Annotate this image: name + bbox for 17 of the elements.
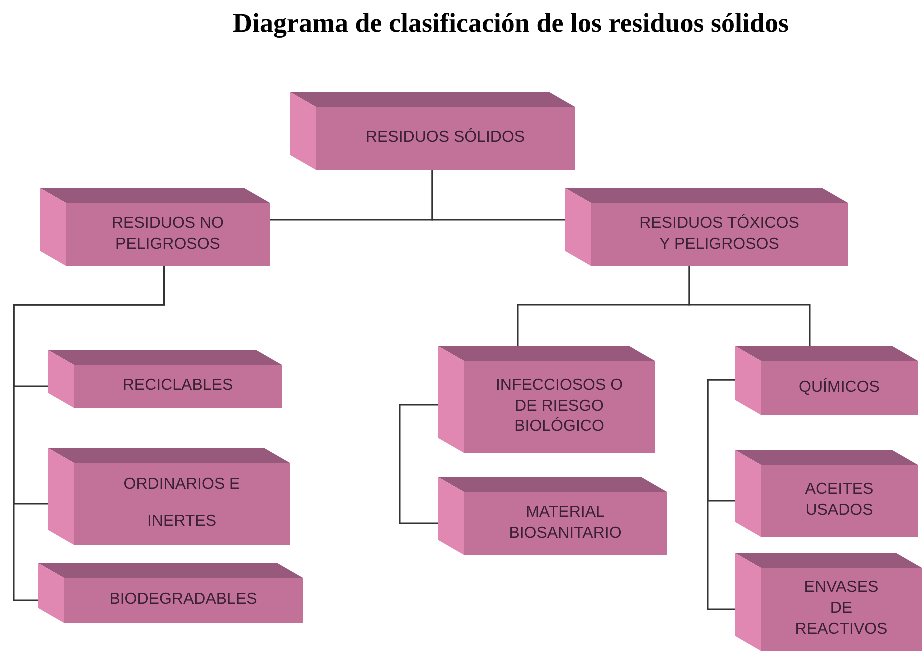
connector-line <box>707 379 735 610</box>
category-label: RECICLABLES <box>122 376 234 396</box>
connector-line <box>13 266 165 602</box>
diagram-title: Diagrama de clasificación de los residuos sólidos <box>233 8 790 39</box>
category-label: MATERIAL BIOSANITARIO <box>508 502 623 544</box>
category-label: INFECCIOSOS O DE RIESGO BIOLÓGICO <box>494 376 624 438</box>
connector-line <box>432 170 565 221</box>
category-label: ENVASES DE REACTIVOS <box>794 578 889 640</box>
category-label: ORDINARIOS E INERTES <box>122 475 242 532</box>
category-label: RESIDUOS NO PELIGROSOS <box>110 214 225 254</box>
category-label: RESIDUOS TÓXICOS Y PELIGROSOS <box>638 214 800 254</box>
connector-line <box>688 266 811 346</box>
category-label: BIODEGRADABLES <box>110 590 258 610</box>
category-label: QUÍMICOS <box>799 378 880 398</box>
category-label: RESIDUOS SÓLIDOS <box>366 128 526 148</box>
connector-line <box>399 404 438 524</box>
category-label: ACEITES USADOS <box>804 480 875 521</box>
